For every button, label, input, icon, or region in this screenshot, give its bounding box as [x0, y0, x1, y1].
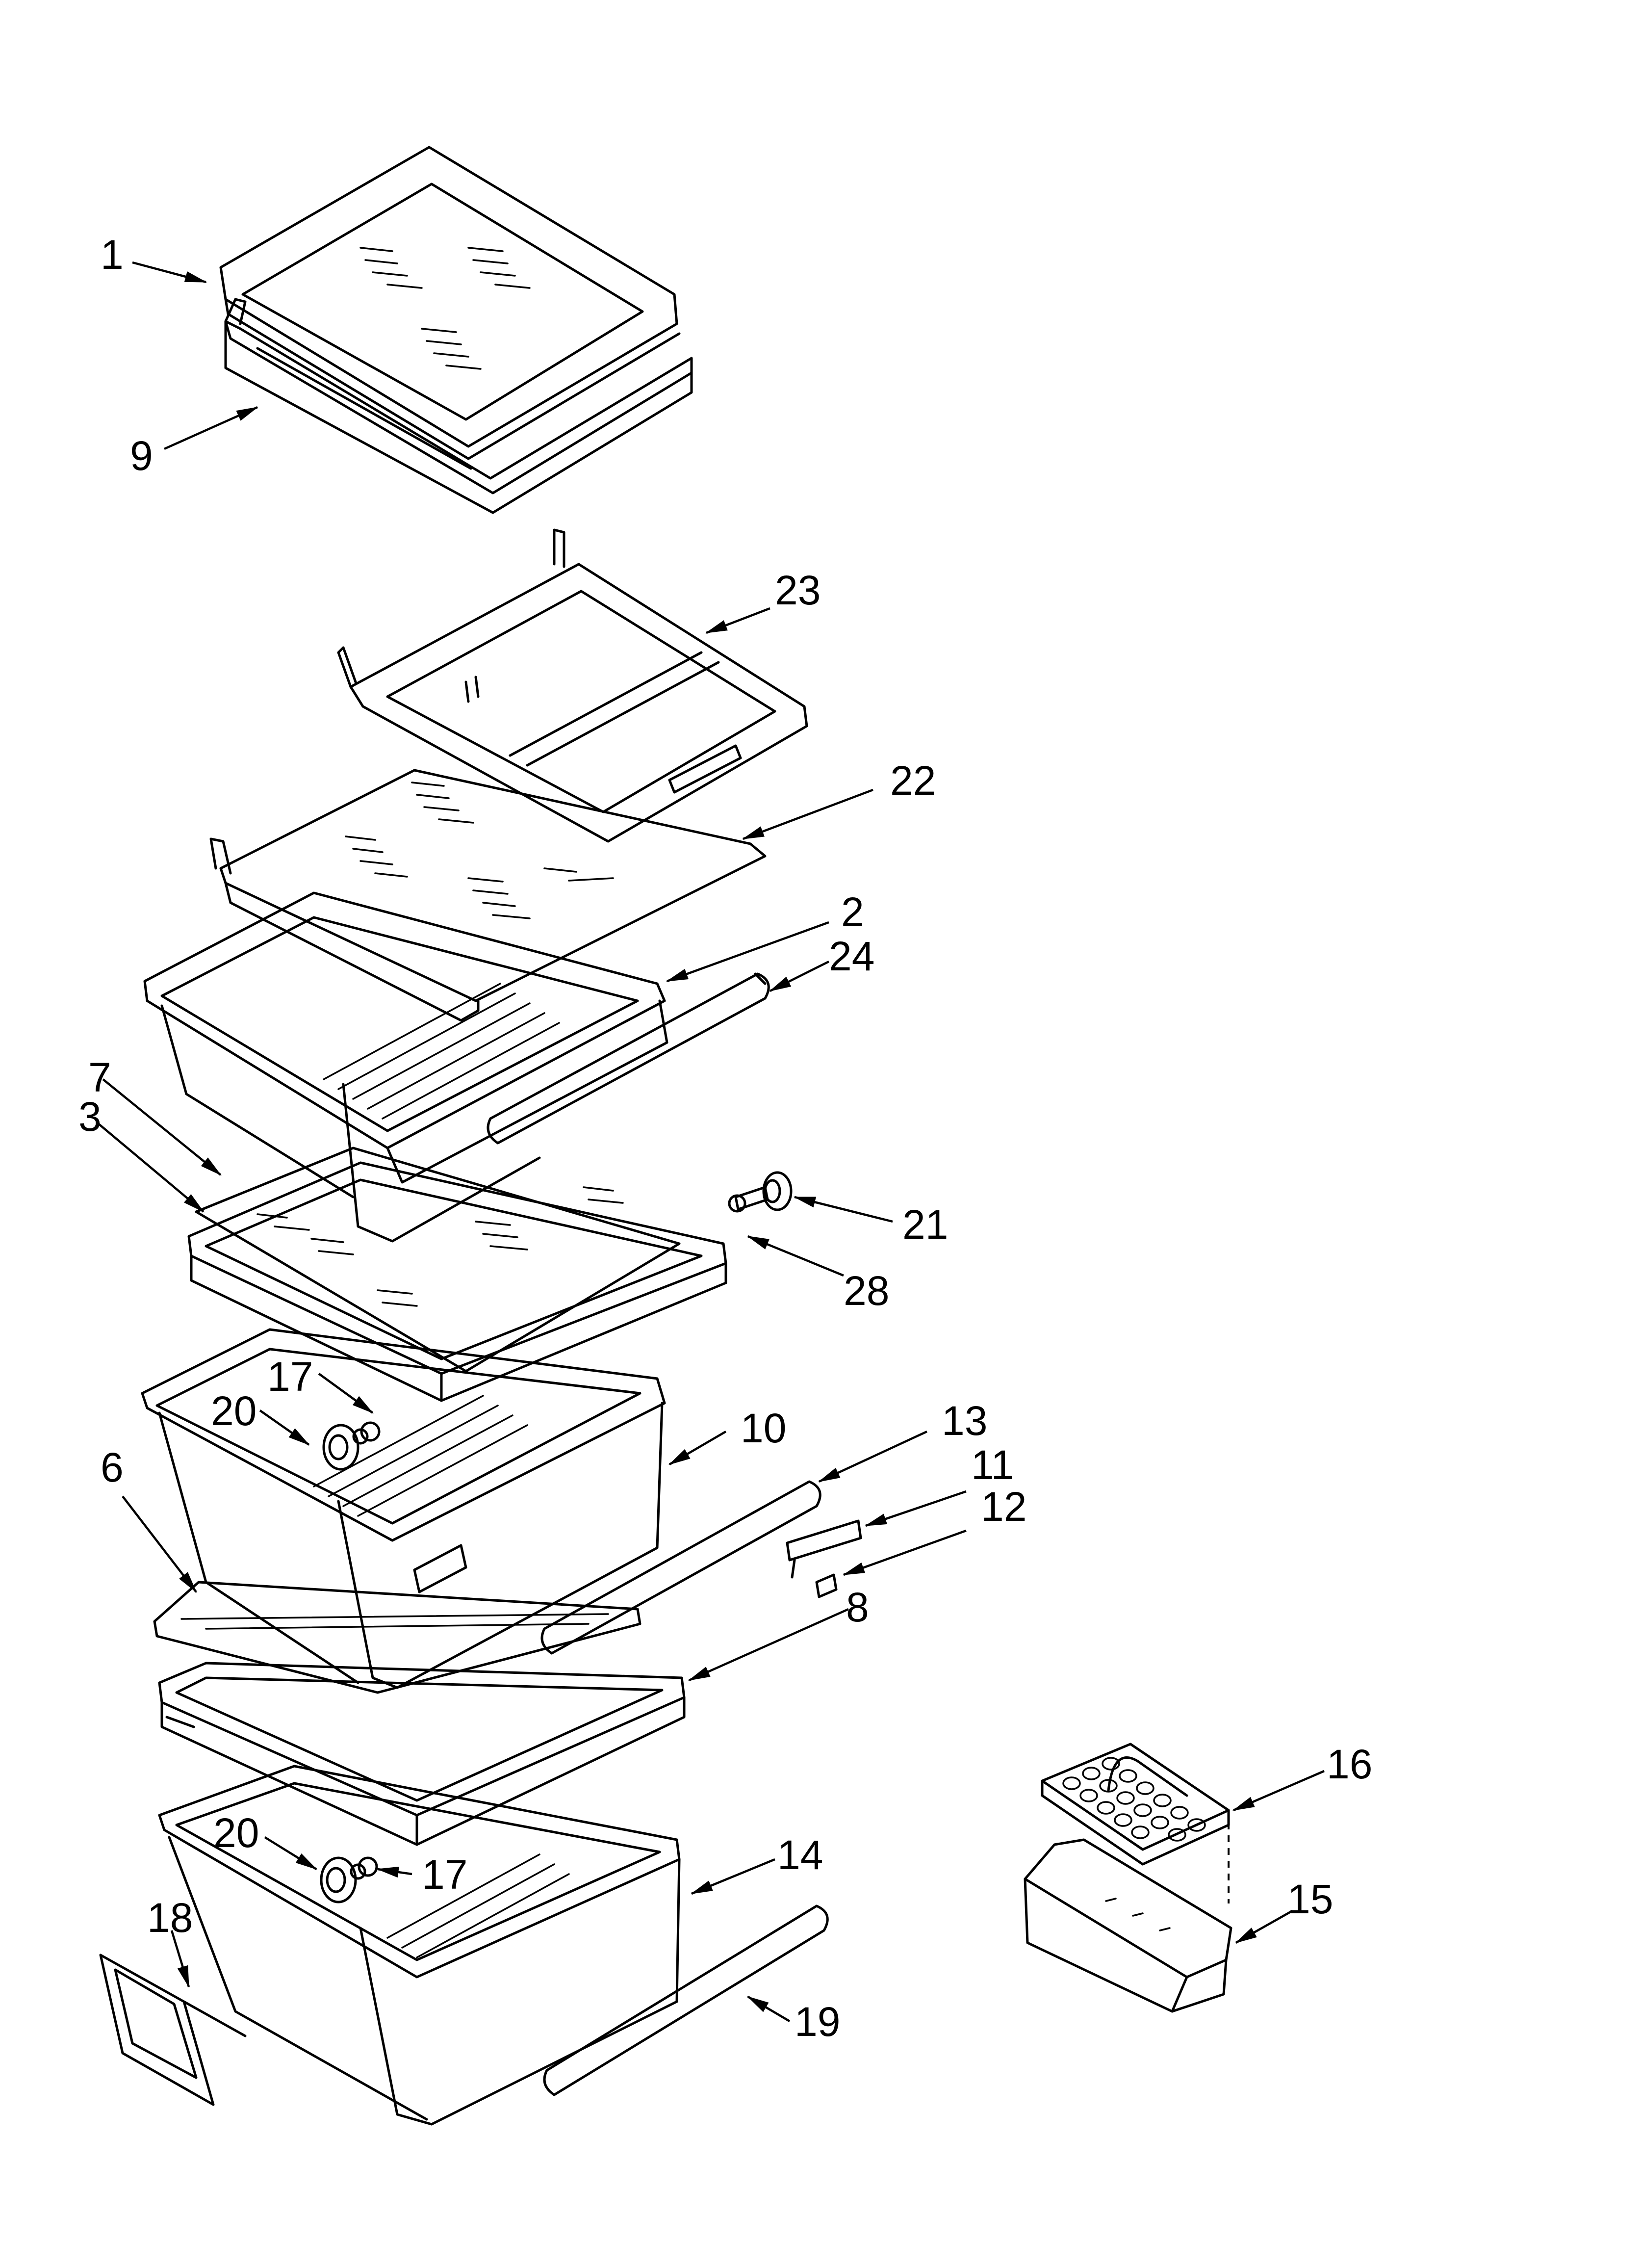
callout-19: 19: [795, 1999, 840, 2045]
callout-2: 2: [841, 889, 864, 935]
part-17-axle-upper: [352, 1421, 381, 1445]
callout-15: 15: [1287, 1876, 1333, 1922]
callout-20-upper: 20: [211, 1388, 257, 1434]
callout-18: 18: [147, 1895, 193, 1941]
callout-1: 1: [101, 232, 124, 278]
part-3-shelf-frame: [187, 1161, 727, 1402]
callout-17-lower: 17: [422, 1851, 467, 1898]
callout-3: 3: [78, 1094, 102, 1140]
part-19-drawer-trim: [543, 1904, 829, 2096]
callout-10: 10: [741, 1405, 786, 1451]
callout-13: 13: [942, 1398, 987, 1444]
part-23-crisper-cover-frame: [337, 528, 808, 843]
callout-9: 9: [130, 433, 153, 479]
callout-21: 21: [902, 1201, 948, 1248]
part-9-shelf-frame: [224, 298, 693, 514]
part-16-egg-tray-lid: [1041, 1743, 1230, 1866]
part-21-roller: [762, 1171, 793, 1211]
callout-12: 12: [981, 1484, 1026, 1530]
part-20-roller-lower: [320, 1856, 357, 1903]
part-13-drawer-trim: [540, 1480, 821, 1655]
part-15-egg-tray-bin: [1024, 1838, 1232, 2013]
callout-28: 28: [844, 1268, 889, 1314]
callout-labels: 1 9 23 22 2 24 7 3 21 28 17 20 10 13 6 1…: [78, 232, 1372, 2045]
callout-7: 7: [88, 1054, 111, 1100]
part-14-bottom-crisper-drawer: [158, 1765, 681, 2126]
callout-14: 14: [777, 1832, 823, 1878]
part-11-control-slide: [786, 1519, 862, 1579]
part-22-crisper-glass-cover: [209, 769, 767, 1022]
part-20-roller-upper: [322, 1424, 359, 1471]
callout-20-lower: 20: [213, 1810, 259, 1856]
part-12-control-knob: [815, 1573, 838, 1598]
callout-23: 23: [775, 567, 821, 613]
callout-6: 6: [101, 1444, 124, 1490]
part-24-drawer-trim: [487, 972, 770, 1145]
callout-22: 22: [890, 757, 936, 804]
callout-16: 16: [1327, 1741, 1372, 1787]
callout-24: 24: [829, 933, 874, 979]
callout-17-upper: 17: [267, 1354, 313, 1400]
callout-8: 8: [846, 1584, 869, 1630]
part-6-glass-panel: [153, 1581, 641, 1694]
part-2-upper-crisper-drawer: [143, 891, 668, 1243]
part-18-label-frame: [99, 1954, 247, 2106]
leader-lines: [97, 261, 1325, 2022]
part-28-screw: [728, 1186, 769, 1213]
callout-11: 11: [971, 1442, 1014, 1488]
part-1-glass-shelf: [219, 146, 681, 460]
part-7-glass-panel: [195, 1147, 681, 1373]
part-8-shelf-frame: [158, 1662, 686, 1846]
